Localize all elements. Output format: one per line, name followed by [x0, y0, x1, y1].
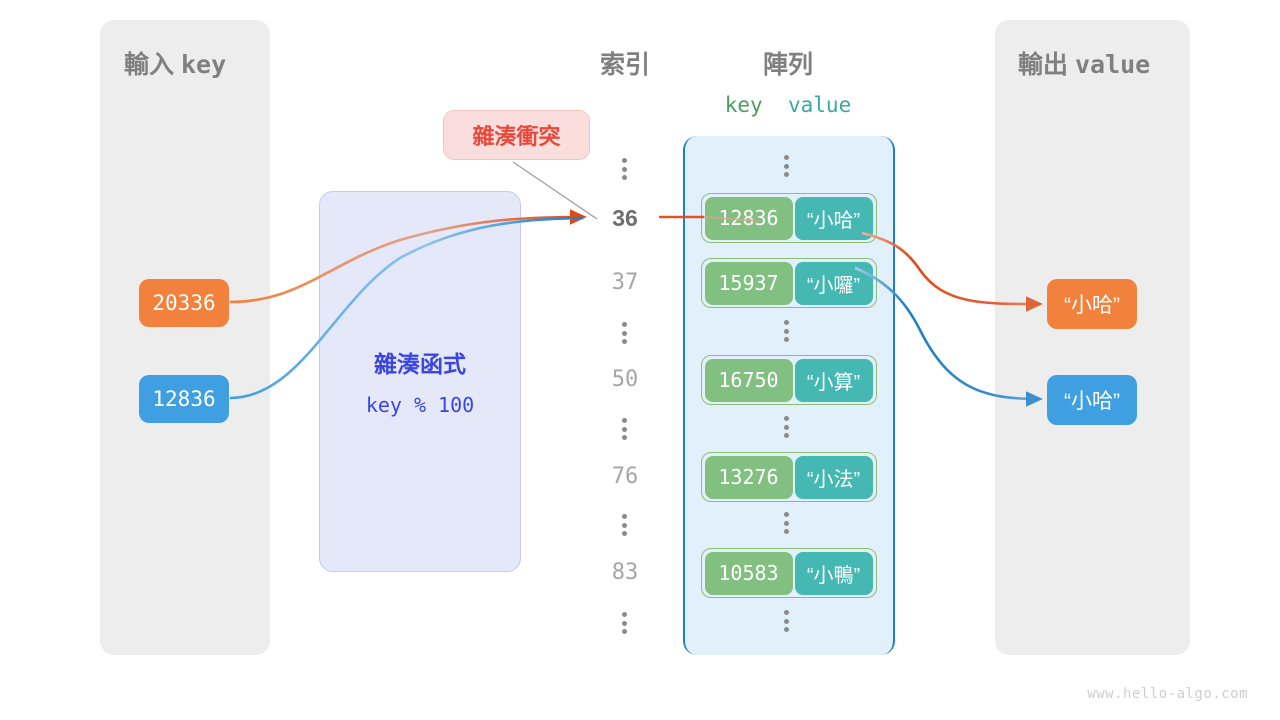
output-value-chip-1[interactable]: “小哈” — [1047, 375, 1137, 425]
index-label: 76 — [611, 464, 639, 489]
index-label: 83 — [611, 560, 639, 585]
array-cell-key: 16750 — [704, 358, 793, 402]
input-panel-title-mono: key — [180, 50, 227, 79]
array-cell-value: “小哈” — [794, 196, 873, 240]
array-ellipsis — [784, 155, 794, 177]
array-cell[interactable]: 15937“小囉” — [701, 258, 877, 308]
index-label: 50 — [611, 367, 639, 392]
collision-callout: 雜湊衝突 — [443, 110, 590, 160]
output-value-chip-0[interactable]: “小哈” — [1047, 279, 1137, 329]
collision-leader-line — [512, 161, 598, 220]
array-ellipsis — [784, 416, 794, 438]
output-panel-title-mono: value — [1074, 50, 1151, 79]
watermark: www.hello-algo.com — [1087, 686, 1248, 702]
value-subheading: value — [788, 93, 852, 117]
input-panel-title-cjk: 輸入 — [124, 51, 175, 79]
input-panel — [100, 20, 270, 655]
array-ellipsis — [784, 512, 794, 534]
index-label: 36 — [612, 205, 638, 231]
index-ellipsis — [622, 514, 632, 536]
hash-function-panel — [319, 191, 521, 572]
output-panel-title: 輸出 value — [1018, 45, 1150, 81]
key-value-subheading: key value — [688, 93, 888, 117]
array-cell[interactable]: 13276“小法” — [701, 452, 877, 502]
hash-function-title: 雜湊函式 — [374, 351, 466, 377]
output-panel-title-cjk: 輸出 — [1018, 51, 1069, 79]
array-cell-key: 15937 — [704, 261, 793, 305]
input-key-chip-1[interactable]: 12836 — [139, 375, 229, 423]
input-panel-title: 輸入 key — [124, 45, 226, 81]
array-cell-key: 12836 — [704, 196, 793, 240]
index-ellipsis — [622, 612, 632, 634]
array-cell[interactable]: 12836“小哈” — [701, 193, 877, 243]
index-ellipsis — [622, 322, 632, 344]
array-ellipsis — [784, 610, 794, 632]
array-cell[interactable]: 10583“小鴨” — [701, 548, 877, 598]
array-cell[interactable]: 16750“小算” — [701, 355, 877, 405]
index-column-heading: 索引 — [599, 51, 650, 79]
array-cell-value: “小鴨” — [794, 551, 873, 595]
array-cell-key: 13276 — [704, 455, 793, 499]
input-key-chip-0[interactable]: 20336 — [139, 279, 229, 327]
array-ellipsis — [784, 320, 794, 342]
collision-callout-label: 雜湊衝突 — [472, 124, 561, 149]
key-subheading: key — [724, 93, 763, 117]
array-cell-value: “小法” — [794, 455, 873, 499]
hash-function-formula: key % 100 — [365, 393, 475, 417]
index-ellipsis — [622, 418, 632, 440]
array-cell-value: “小囉” — [794, 261, 873, 305]
output-panel — [995, 20, 1190, 655]
array-cell-key: 10583 — [704, 551, 793, 595]
array-cell-value: “小算” — [794, 358, 873, 402]
index-ellipsis — [622, 158, 632, 180]
index-label: 37 — [611, 270, 639, 295]
array-column-heading: 陣列 — [762, 51, 813, 79]
